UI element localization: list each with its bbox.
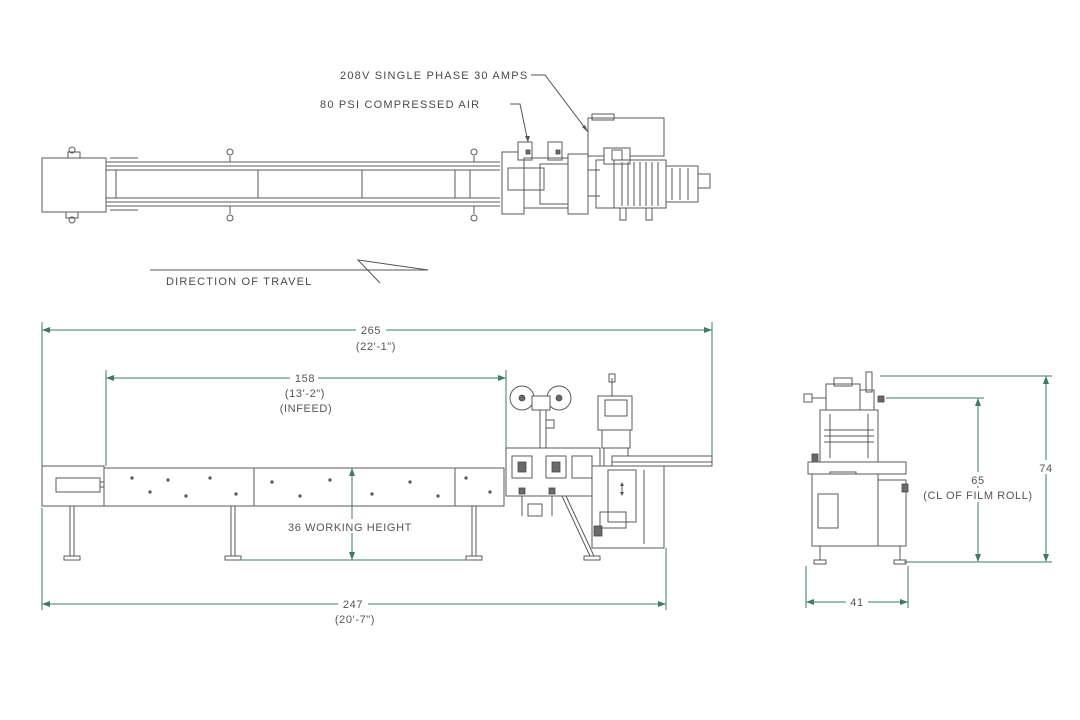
direction-label: DIRECTION OF TRAVEL	[166, 276, 312, 288]
front-elevation-view	[41, 373, 713, 561]
infeed-length-feet: (13'-2")	[285, 388, 325, 400]
air-callout: 80 PSI COMPRESSED AIR	[320, 99, 480, 111]
base-length-value: 247	[343, 599, 363, 611]
power-callout: 208V SINGLE PHASE 30 AMPS	[340, 70, 528, 82]
overall-length-value: 265	[361, 325, 381, 337]
sealer-fins	[621, 162, 659, 206]
direction-arrow	[356, 259, 429, 284]
side-height-value: 74	[1039, 463, 1052, 475]
side-width-value: 41	[850, 597, 863, 609]
working-height-label: 36 WORKING HEIGHT	[288, 522, 412, 534]
film-roll-height-value: 65	[971, 475, 984, 487]
film-roll-height-note: (CL OF FILM ROLL)	[923, 490, 1032, 502]
plan-view	[41, 113, 711, 224]
infeed-length-value: 158	[295, 373, 315, 385]
overall-length-feet: (22'-1")	[356, 341, 396, 353]
infeed-length-note: (INFEED)	[280, 403, 332, 415]
base-length-feet: (20'-7")	[335, 614, 375, 626]
frame-holes	[130, 476, 492, 498]
side-view	[803, 371, 909, 565]
